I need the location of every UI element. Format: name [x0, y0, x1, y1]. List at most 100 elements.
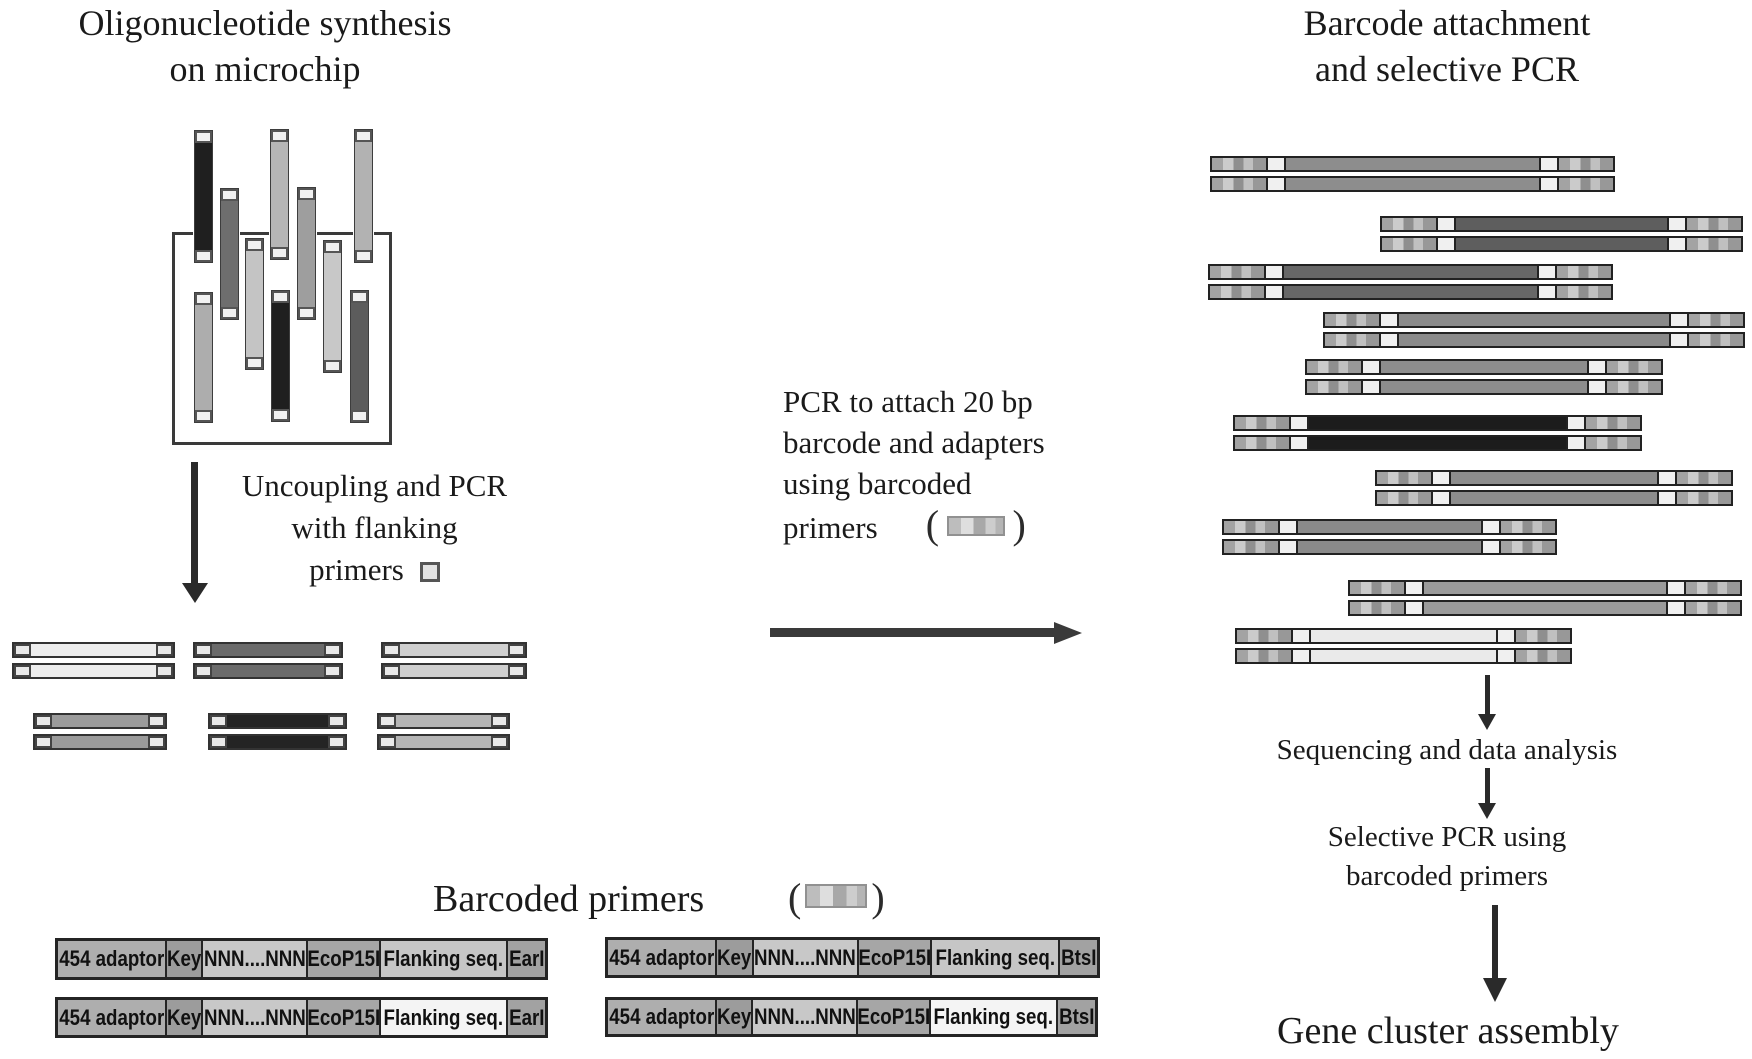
- barcode-block: [1350, 582, 1404, 594]
- barcoded-strand: [1208, 284, 1613, 300]
- strand-end-cap: [324, 644, 341, 656]
- primer-segment-label: EcoP15I: [857, 1004, 930, 1029]
- barcoded-strand: [1222, 519, 1557, 535]
- oligo-end-cap: [272, 291, 289, 303]
- primer-segment: Key: [166, 1000, 204, 1035]
- strand-end-cap: [1537, 266, 1557, 278]
- barcoded-duplex: [1210, 156, 1615, 192]
- barcode-block: [1687, 238, 1741, 250]
- primer-segment-label: NNN....NNN: [203, 946, 306, 971]
- barcoded-duplex: [1235, 628, 1572, 664]
- strand-end-cap: [1669, 314, 1689, 326]
- primer-segment-label: 454 adaptor: [608, 1004, 714, 1029]
- oligo-end-cap: [271, 247, 288, 259]
- strand-body: [1456, 238, 1667, 250]
- pcr-attach-label: PCR to attach 20 bp barcode and adapters…: [783, 381, 1143, 548]
- left-title-line1: Oligonucleotide synthesis: [78, 3, 452, 43]
- strand-end-cap: [1537, 286, 1557, 298]
- strand-body: [1311, 650, 1496, 662]
- barcode-icon: [805, 884, 868, 908]
- barcode-block: [1501, 521, 1555, 533]
- selective-line1: Selective PCR using: [1327, 821, 1567, 853]
- strand-end-cap: [1264, 266, 1284, 278]
- strand-end-cap: [1666, 582, 1686, 594]
- oligo-end-cap: [271, 130, 288, 142]
- barcode-block: [1212, 178, 1266, 190]
- primer-segment: EarI: [508, 941, 545, 977]
- barcode-block: [1686, 602, 1740, 614]
- microchip-wall-top-segment: [240, 232, 269, 235]
- strand-end-cap: [1278, 521, 1298, 533]
- paren-open: (: [788, 875, 802, 920]
- barcode-block: [1237, 650, 1291, 662]
- left-title-line2: on microchip: [169, 49, 361, 89]
- primer-segment-label: Flanking seq.: [935, 944, 1056, 970]
- selective-line2: barcoded primers: [1345, 860, 1549, 892]
- barcode-block: [1516, 650, 1570, 662]
- strand-end-cap: [1289, 437, 1309, 449]
- primer-segment: BtsI: [1060, 940, 1097, 975]
- dna-strand: [381, 663, 527, 679]
- sequencing-arrow: [1485, 675, 1490, 715]
- strand-end-cap: [1431, 472, 1451, 484]
- barcode-block: [1224, 541, 1278, 553]
- strand-end-cap: [379, 736, 396, 748]
- strand-end-cap: [508, 665, 525, 677]
- right-title: Barcode attachment and selective PCR: [1247, 0, 1647, 92]
- primer-segment: 454 adaptor: [58, 941, 167, 977]
- strand-end-cap: [156, 665, 173, 677]
- primer-segment-label: 454 adaptor: [58, 1004, 164, 1030]
- strand-body: [1399, 314, 1669, 326]
- oligo-end-cap: [246, 357, 263, 369]
- oligo-end-cap: [221, 307, 238, 319]
- barcoded-duplex: [1380, 216, 1743, 252]
- dna-strand: [381, 642, 527, 658]
- barcode-block: [1607, 381, 1661, 393]
- dna-duplex: [12, 642, 175, 679]
- selective-pcr-arrowhead-icon: [1478, 803, 1496, 819]
- strand-body: [1298, 521, 1481, 533]
- barcoded-strand: [1222, 539, 1557, 555]
- strand-end-cap: [1667, 238, 1687, 250]
- strand-end-cap: [1404, 602, 1424, 614]
- strand-end-cap: [1379, 334, 1399, 346]
- strand-body: [1451, 492, 1657, 504]
- barcode-block: [1687, 218, 1741, 230]
- microchip-wall-top-segment: [172, 232, 193, 235]
- strand-end-cap: [1666, 602, 1686, 614]
- strand-end-cap: [1481, 521, 1501, 533]
- barcode-block: [1382, 218, 1436, 230]
- barcode-block: [1382, 238, 1436, 250]
- barcoded-duplex: [1222, 519, 1557, 555]
- dna-strand: [377, 713, 510, 729]
- microchip-wall-top-segment: [317, 232, 353, 235]
- barcoded-strand: [1375, 490, 1733, 506]
- uncoupling-line3: primers: [222, 549, 527, 591]
- barcoded-strand: [1233, 435, 1642, 451]
- primer-segment: EcoP15I: [307, 1000, 381, 1035]
- oligo-end-cap: [195, 250, 212, 262]
- barcode-block: [1501, 541, 1555, 553]
- barcode-block: [1686, 582, 1740, 594]
- oligo-bar: [297, 187, 316, 320]
- barcode-block: [1689, 334, 1743, 346]
- strand-end-cap: [1481, 541, 1501, 553]
- barcoded-strand: [1348, 580, 1742, 596]
- primer-segment: NNN....NNN: [753, 1000, 858, 1034]
- barcoded-strand: [1235, 628, 1572, 644]
- barcode-block: [1235, 417, 1289, 429]
- oligo-bar: [245, 238, 264, 370]
- barcode-block: [1325, 334, 1379, 346]
- strand-end-cap: [1436, 218, 1456, 230]
- barcode-block: [1224, 521, 1278, 533]
- flanking-primer-icon: [419, 562, 440, 582]
- dna-strand: [12, 663, 175, 679]
- barcode-block: [1559, 178, 1613, 190]
- primer-segment: Flanking seq.: [930, 1000, 1059, 1034]
- strand-body: [1381, 361, 1587, 373]
- barcode-block: [1377, 492, 1431, 504]
- pcr-line2: barcode and adapters: [783, 425, 1045, 460]
- barcoded-strand: [1235, 648, 1572, 664]
- strand-end-cap: [1266, 158, 1286, 170]
- paren-close: ): [1012, 502, 1026, 547]
